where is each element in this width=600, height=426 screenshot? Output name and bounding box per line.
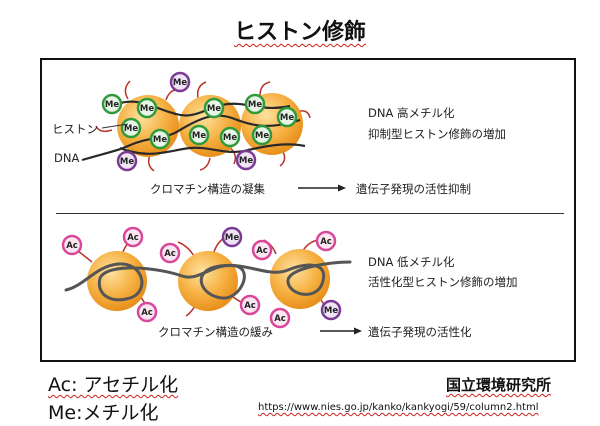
panel-divider [56,213,564,214]
svg-text:Me: Me [120,157,134,167]
me-badge: Me [219,126,241,148]
svg-text:Ac: Ac [256,246,268,256]
me-badge: Me [169,71,191,93]
svg-text:Me: Me [173,78,187,88]
credit-url: https://www.nies.go.jp/kanko/kankyogi/59… [258,402,539,413]
diagram-frame [40,58,576,362]
svg-text:Ac: Ac [320,237,332,247]
svg-text:Ac: Ac [244,301,256,311]
ac-badge: Ac [61,234,83,256]
me-badge: Me [116,150,138,172]
top-process: クロマチン構造の凝集 [150,182,265,196]
methyl-badges-top: Me Me Me Me Me Me Me Me Me Me Me Me Me [101,71,298,172]
svg-text:Me: Me [248,100,262,110]
loose-chromatin [64,235,352,317]
svg-text:Me: Me [280,113,294,123]
legend-methyl: Me:メチル化 [48,402,159,424]
svg-text:Ac: Ac [66,241,78,251]
me-badge: Me [203,97,225,119]
svg-text:Me: Me [207,104,221,114]
me-badge: Me [120,117,142,139]
label-histone: ヒストン [52,122,98,136]
me-badge: Me [251,124,273,146]
bottom-state-line1: DNA 低メチル化 [368,255,455,269]
svg-text:Me: Me [324,306,338,316]
svg-text:Me: Me [225,233,239,243]
histone-pointer [101,123,129,129]
ac-badge: Ac [159,242,181,264]
page-title: ヒストン修飾 [233,20,366,45]
me-badge: Me [244,93,266,115]
svg-text:Ac: Ac [274,314,286,324]
arrow-bottom [320,327,362,335]
top-outcome: 遺伝子発現の活性抑制 [356,182,471,196]
svg-text:Me: Me [124,124,138,134]
top-state-line2: 抑制型ヒストン修飾の増加 [368,127,506,141]
svg-text:Me: Me [192,131,206,141]
acetyl-badges-bottom: Ac Ac Ac Ac Ac Ac Ac Ac Me Me [61,226,342,329]
dna-strand-bottom [64,260,352,302]
ac-badge: Ac [315,230,337,252]
label-dna: DNA [54,151,80,165]
credit-org: 国立環境研究所 [446,376,552,394]
top-state-line1: DNA 高メチル化 [368,106,455,120]
svg-text:Ac: Ac [141,308,153,318]
legend-acetyl: Ac: アセチル化 [48,374,179,396]
svg-text:Me: Me [239,156,253,166]
bottom-outcome: 遺伝子発現の活性化 [368,325,472,339]
svg-text:Me: Me [255,131,269,141]
histone-bottom-2 [178,251,238,311]
ac-badge: Ac [122,226,144,248]
me-badge: Me [136,97,158,119]
svg-text:Ac: Ac [127,233,139,243]
me-badge: Me [320,299,342,321]
svg-text:Me: Me [105,100,119,110]
svg-text:Me: Me [153,135,167,145]
me-badge: Me [221,226,243,248]
ac-badge: Ac [251,239,273,261]
ac-badge: Ac [239,294,261,316]
bottom-process: クロマチン構造の緩み [158,325,273,339]
ac-badge: Ac [136,301,158,323]
svg-text:Me: Me [140,104,154,114]
ac-badge: Ac [269,307,291,329]
arrow-top [298,184,346,192]
histone-bottom-1 [87,251,147,311]
me-badge: Me [188,124,210,146]
me-badge: Me [149,128,171,150]
svg-text:Me: Me [223,133,237,143]
bottom-state-line2: 活性化型ヒストン修飾の増加 [368,275,518,289]
me-badge: Me [101,93,123,115]
histone-bottom-3 [270,249,330,309]
svg-text:Ac: Ac [164,249,176,259]
me-badge: Me [276,106,298,128]
me-badge: Me [235,149,257,171]
